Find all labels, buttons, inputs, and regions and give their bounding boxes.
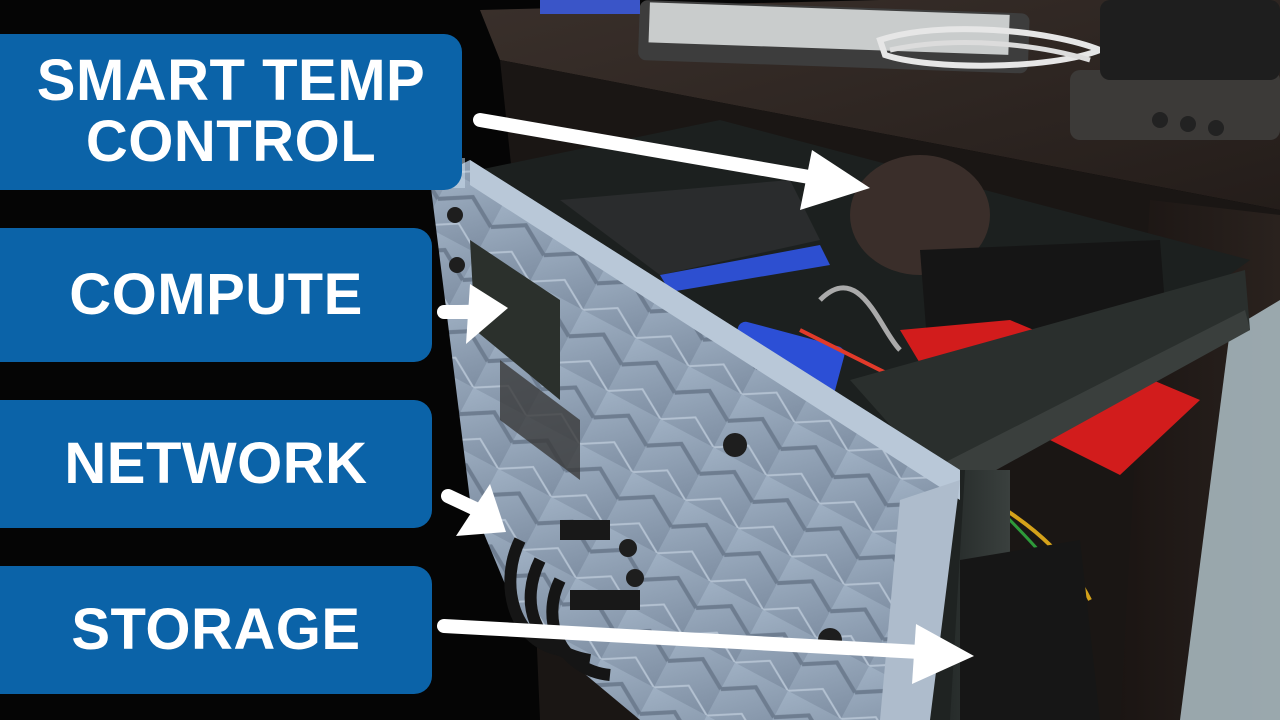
label-smart-temp-line2: CONTROL	[85, 109, 377, 174]
arrow-storage	[437, 619, 974, 684]
arrow-network	[441, 484, 506, 536]
label-smart-temp-line1: SMART TEMP	[36, 48, 426, 114]
label-smart-temp-control: SMART TEMP CONTROL	[0, 34, 462, 190]
label-storage: STORAGE	[0, 566, 432, 694]
arrow-compute	[437, 284, 508, 344]
label-compute-text: COMPUTE	[69, 261, 363, 327]
label-network: NETWORK	[0, 400, 432, 528]
arrow-smart-temp	[473, 113, 870, 210]
label-compute: COMPUTE	[0, 228, 432, 362]
label-storage-text: STORAGE	[71, 596, 361, 662]
label-network-text: NETWORK	[64, 430, 368, 496]
